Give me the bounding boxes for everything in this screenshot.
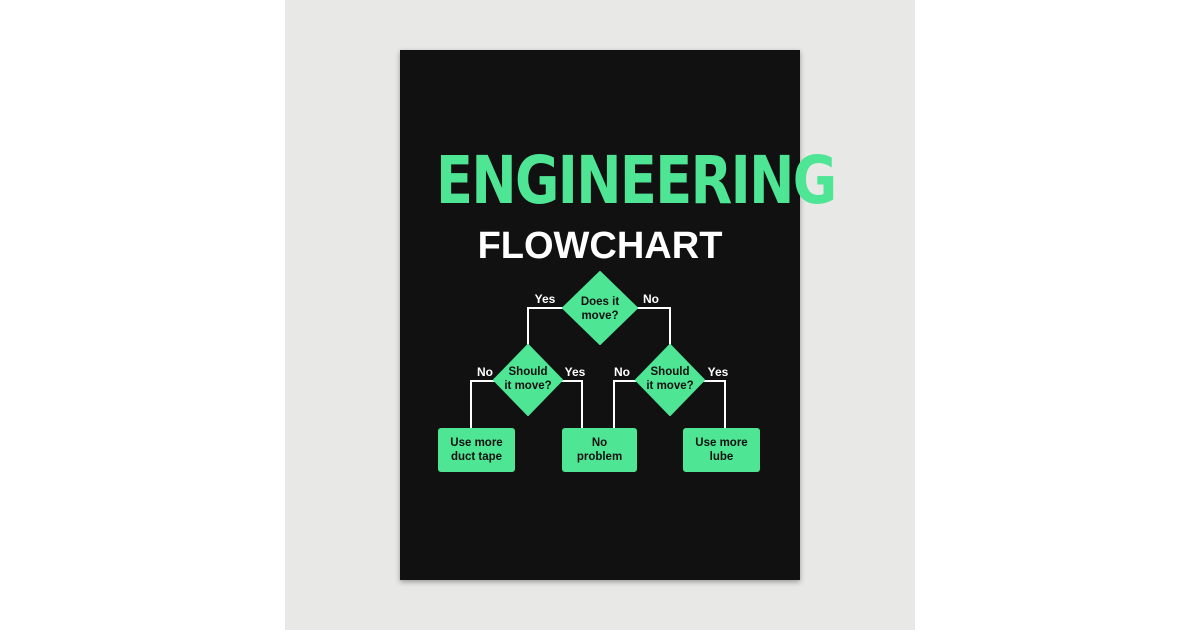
left-decision-text-line1: Should: [509, 366, 548, 378]
root-yes-label: Yes: [535, 292, 556, 306]
root-text-line1: Does it: [581, 296, 620, 308]
outcome-lube-box: [683, 428, 760, 472]
outcome-middle-text-line2: problem: [577, 451, 622, 463]
outcome-duct-tape-box: [438, 428, 515, 472]
connector-left-yes: [558, 380, 583, 428]
outcome-middle-text-line1: No: [592, 437, 607, 449]
connector-right-no: [613, 380, 640, 428]
right-decision-text-line2: it move?: [646, 380, 693, 392]
connector-root-yes: [527, 307, 566, 361]
right-decision-text-line1: Should: [651, 366, 690, 378]
right-no-label: No: [614, 365, 630, 379]
outcome-right-text-line2: lube: [710, 451, 734, 463]
connector-root-no: [634, 307, 671, 361]
outcome-left-text-line2: duct tape: [451, 451, 502, 463]
decision-left-diamond: [493, 344, 563, 416]
left-yes-label: Yes: [565, 365, 586, 379]
left-no-label: No: [477, 365, 493, 379]
right-yes-label: Yes: [708, 365, 729, 379]
outcome-no-problem-box: [562, 428, 637, 472]
decision-root-diamond: [562, 271, 638, 345]
decision-right-diamond: [635, 344, 705, 416]
postcard: ENGINEERING FLOWCHART Does it move? Shou…: [400, 50, 837, 580]
connector-left-no: [470, 380, 498, 428]
connector-right-yes: [700, 380, 726, 428]
flowchart-diagram: Does it move? Should it move? Should it …: [438, 271, 760, 472]
flowchart-connectors: [470, 307, 726, 428]
outcome-right-text-line1: Use more: [695, 437, 747, 449]
root-no-label: No: [643, 292, 659, 306]
outcome-left-text-line1: Use more: [450, 437, 502, 449]
root-text-line2: move?: [581, 310, 618, 322]
left-decision-text-line2: it move?: [504, 380, 551, 392]
card-subtitle: FLOWCHART: [477, 225, 723, 267]
